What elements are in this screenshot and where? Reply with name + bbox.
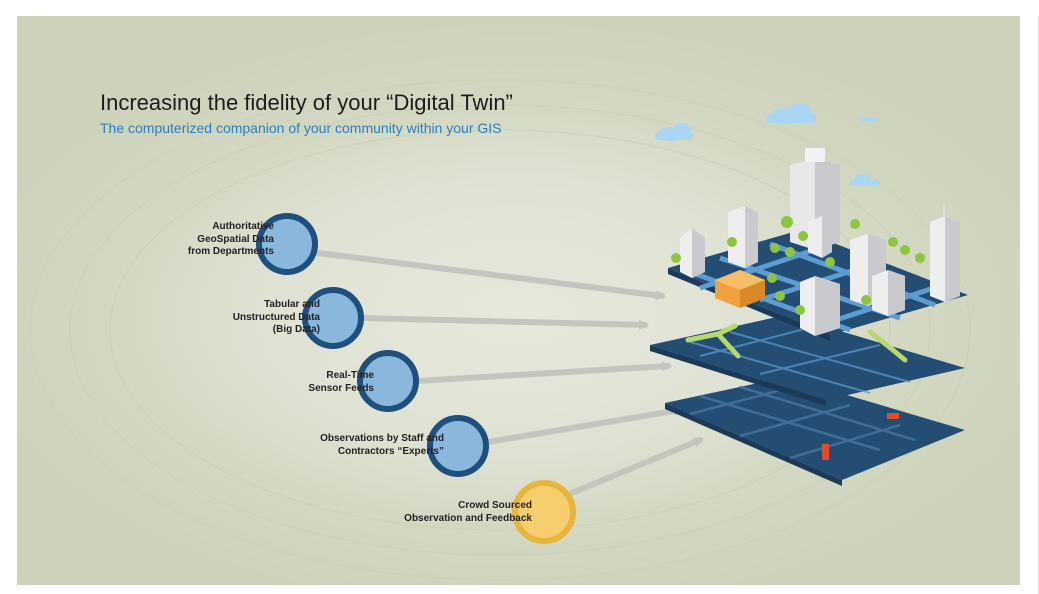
building-icon [930, 205, 960, 302]
city-layer [668, 148, 968, 341]
arrow-1 [315, 250, 666, 301]
source-label-line: Authoritative [212, 221, 274, 232]
connector-arrows [315, 250, 704, 496]
source-node-5 [512, 480, 576, 544]
arrow-2 [359, 315, 649, 330]
green-road [685, 323, 908, 363]
source-label-line: Observations by Staff and [320, 433, 444, 444]
cloud-icon [860, 117, 878, 122]
cloud-icon [766, 103, 816, 124]
building-icon [680, 228, 705, 278]
source-label-line: Tabular and [264, 299, 320, 310]
arrow-3 [414, 361, 672, 384]
cloud-icon [850, 174, 880, 186]
source-label-line: Observation and Feedback [404, 512, 532, 524]
source-label-line: Sensor Feeds [308, 382, 374, 394]
page-subtitle: The computerized companion of your commu… [100, 120, 502, 136]
building-icon [808, 216, 832, 258]
arrow-4 [485, 406, 684, 445]
source-node-2 [302, 287, 364, 349]
building-icon [800, 276, 840, 336]
source-label-line: from Departments [187, 246, 274, 257]
building-icon [872, 270, 905, 316]
map-layer-base [665, 319, 965, 486]
tree-icon [671, 216, 925, 315]
source-label-line: GeoSpatial Data [197, 233, 274, 245]
cloud-icon [655, 123, 693, 141]
source-label-line: Contractors “Experts” [337, 445, 444, 457]
page-title: Increasing the fidelity of your “Digital… [100, 90, 513, 115]
source-label-line: Unstructured Data [232, 311, 320, 323]
building-icon [728, 206, 758, 268]
arrow-5 [569, 437, 704, 496]
source-label-line: Real-Time [326, 370, 374, 381]
source-node-4 [427, 415, 489, 477]
source-label-line: Crowd Sourced [458, 500, 532, 511]
map-layer-streets [650, 315, 965, 406]
highlighted-building [715, 270, 765, 308]
source-node-1 [256, 213, 318, 275]
source-label-line: (Big Data) [272, 324, 320, 335]
source-node-3 [357, 350, 419, 412]
background-rings [29, 79, 971, 581]
